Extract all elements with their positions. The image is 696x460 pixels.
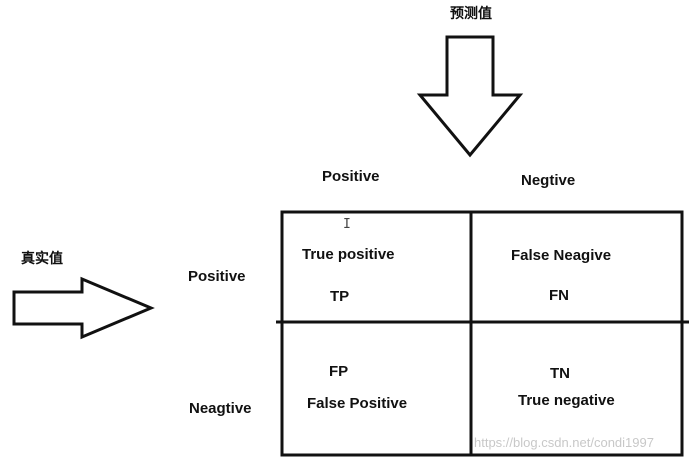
row-header-negative: Neagtive: [189, 400, 252, 417]
row-header-positive: Positive: [188, 268, 246, 285]
cell-tn-name: True negative: [518, 392, 615, 409]
right-arrow-icon: [12, 276, 155, 340]
cell-fp-abbr: FP: [329, 363, 349, 380]
cell-tp-name: True positive: [302, 246, 395, 263]
watermark: https://blog.csdn.net/condi1997: [474, 435, 654, 450]
cell-fn-abbr: FN: [549, 287, 569, 304]
matrix-outer-box: [280, 210, 684, 457]
down-arrow-icon: [416, 35, 524, 158]
actual-label: 真实值: [21, 251, 63, 267]
column-header-negative: Negtive: [521, 172, 576, 189]
predicted-label: 预测值: [450, 6, 492, 22]
text-cursor-icon: I: [343, 217, 351, 232]
cell-fp-name: False Positive: [307, 395, 408, 412]
cell-tn-abbr: TN: [550, 365, 570, 382]
cell-tp-abbr: TP: [330, 288, 350, 305]
column-header-positive: Positive: [322, 168, 380, 185]
cell-fn-name: False Neagive: [511, 247, 612, 264]
